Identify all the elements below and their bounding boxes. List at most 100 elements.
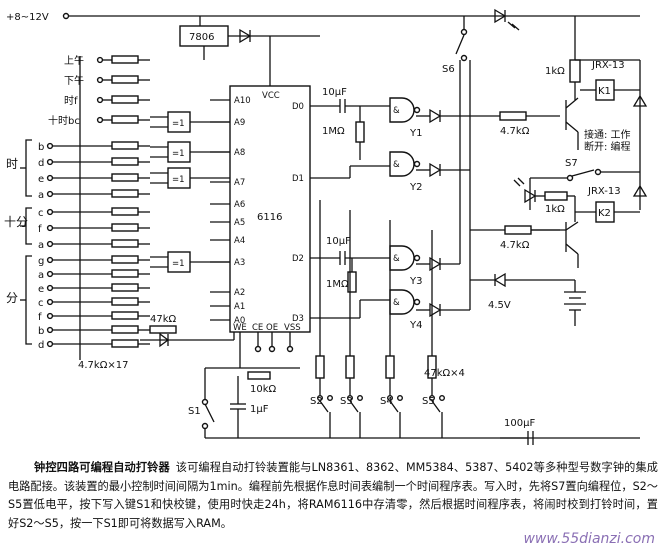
relay-1-label: JRX-13 — [591, 60, 625, 71]
data-pin-label: D1 — [292, 174, 304, 184]
pullup-resistor — [111, 173, 139, 182]
nand-gate — [389, 97, 415, 123]
chip-oe: OE — [266, 323, 278, 333]
relay-coil-k1-label: K1 — [598, 86, 611, 97]
chip-bottom-connections: 10kΩ 1μF S1 — [188, 332, 300, 438]
segment-terminal — [46, 270, 54, 278]
segment-letter: a — [38, 240, 44, 251]
segment-letter: b — [38, 326, 44, 337]
input-terminal — [96, 116, 104, 124]
res-47k-label: 47kΩ — [150, 314, 177, 325]
pullup-resistor — [111, 269, 139, 278]
pullup-resistor — [111, 207, 139, 216]
res-array-label: 4.7kΩ×17 — [78, 360, 128, 371]
segment-letter: e — [38, 284, 44, 295]
group-brackets — [20, 139, 32, 345]
input-terminal — [96, 76, 104, 84]
nand-gate — [389, 245, 415, 271]
nand-gate — [389, 151, 415, 177]
switch-s6-label: S6 — [442, 64, 455, 75]
program-switch[interactable] — [431, 400, 441, 413]
program-switch[interactable] — [319, 400, 329, 413]
figure-caption: 钟控四路可编程自动打铃器该可编程自动打铃装置能与LN8361、8362、MM53… — [8, 459, 658, 533]
cap2-label: 10μF — [326, 236, 351, 247]
address-pin-label: A2 — [234, 288, 245, 298]
led-indicator-2 — [524, 188, 537, 204]
pullup-resistor — [111, 95, 139, 104]
res-47k-q1 — [499, 111, 527, 121]
cap-1u-label: 1μF — [250, 404, 269, 415]
res-1m-b — [347, 271, 357, 293]
stage-d0: 10μF 1MΩ — [310, 87, 390, 160]
segment-letter: b — [38, 142, 44, 153]
segment-letter: c — [38, 208, 44, 219]
address-pin-label: A10 — [234, 96, 251, 106]
address-pin-label: A9 — [234, 118, 245, 128]
segment-terminal — [46, 326, 54, 334]
gate-label: Y2 — [409, 182, 422, 193]
address-pin-label: A3 — [234, 258, 245, 268]
segment-terminal — [46, 284, 54, 292]
address-pin-label: A5 — [234, 218, 245, 228]
label-ten-hour: 十时bc — [48, 114, 80, 127]
data-pin-label: D0 — [292, 102, 304, 112]
segment-letter: g — [38, 256, 44, 267]
chip-body — [229, 85, 311, 333]
switch-s7-label: S7 — [565, 158, 578, 169]
program-switch-label: S3 — [340, 396, 353, 407]
data-pin-label: D3 — [292, 314, 304, 324]
program-switch-label: S5 — [422, 396, 435, 407]
segment-letter: d — [38, 158, 44, 169]
chip-we: WE — [233, 323, 247, 333]
gate-label: Y1 — [409, 128, 422, 139]
res-1k-a — [569, 59, 581, 83]
label-am: 上午 — [64, 54, 84, 67]
ram-chip-6116: 6116 VCC WE CE OE VSS A10A9A8A7A6A5A4A3A… — [210, 85, 311, 333]
res-10k-label: 10kΩ — [250, 384, 277, 395]
relay-section: 1kΩ 4.7kΩ JRX-13 K1 接通: 工作 断开: 编程 S7 — [470, 59, 648, 326]
caption-body: 该可编程自动打铃装置能与LN8361、8362、MM5384、5387、5402… — [8, 461, 658, 530]
segment-terminal — [46, 340, 54, 348]
segment-terminal — [46, 224, 54, 232]
led-indicator-top — [494, 8, 507, 24]
input-labels: 上午 下午 时f 十时bc 时 十分 分 — [4, 54, 84, 305]
caption-title: 钟控四路可编程自动打铃器 — [34, 461, 170, 474]
segment-letter: e — [38, 174, 44, 185]
input-terminal — [96, 96, 104, 104]
group-label-hour: 时 — [6, 157, 18, 171]
pullup-resistor — [111, 283, 139, 292]
res-47k-q2 — [504, 225, 532, 235]
res-1k-b-label: 1kΩ — [545, 204, 565, 215]
res-4x-label: 47kΩ×4 — [424, 368, 465, 379]
nand-gate-symbol: & — [393, 254, 400, 264]
program-switch[interactable] — [349, 400, 359, 413]
address-pin-label: A8 — [234, 148, 245, 158]
res-1m-a-label: 1MΩ — [322, 126, 345, 137]
res-47k-q1-label: 4.7kΩ — [500, 126, 530, 137]
segment-letter: d — [38, 340, 44, 351]
circuit-schematic: +8~12V 7806 上午 下午 时f 十时bc 时 十分 分 bdeacfa… — [4, 8, 648, 445]
res-1k-b — [544, 191, 568, 201]
res-1k-a-label: 1kΩ — [545, 66, 565, 77]
switch-s7[interactable] — [571, 169, 595, 177]
relay-2-label: JRX-13 — [587, 186, 621, 197]
switch-s6[interactable]: S6 — [442, 16, 468, 75]
segment-letter: f — [38, 312, 42, 323]
pullup-resistor — [111, 189, 139, 198]
address-pin-label: A1 — [234, 302, 245, 312]
address-pin-label: A4 — [234, 236, 245, 246]
data-pin-label: D2 — [292, 254, 304, 264]
chip-vss: VSS — [284, 323, 301, 333]
program-switch[interactable] — [389, 400, 399, 413]
pulldown-resistor — [345, 355, 355, 379]
stage-d2: 10μF 1MΩ — [310, 236, 390, 293]
diode-d-reg — [239, 28, 252, 44]
segment-terminal — [46, 190, 54, 198]
chip-ce: CE — [252, 323, 263, 333]
segment-letter: c — [38, 298, 44, 309]
xor-gate-symbol: =1 — [172, 175, 185, 185]
diode-battery — [493, 272, 506, 288]
